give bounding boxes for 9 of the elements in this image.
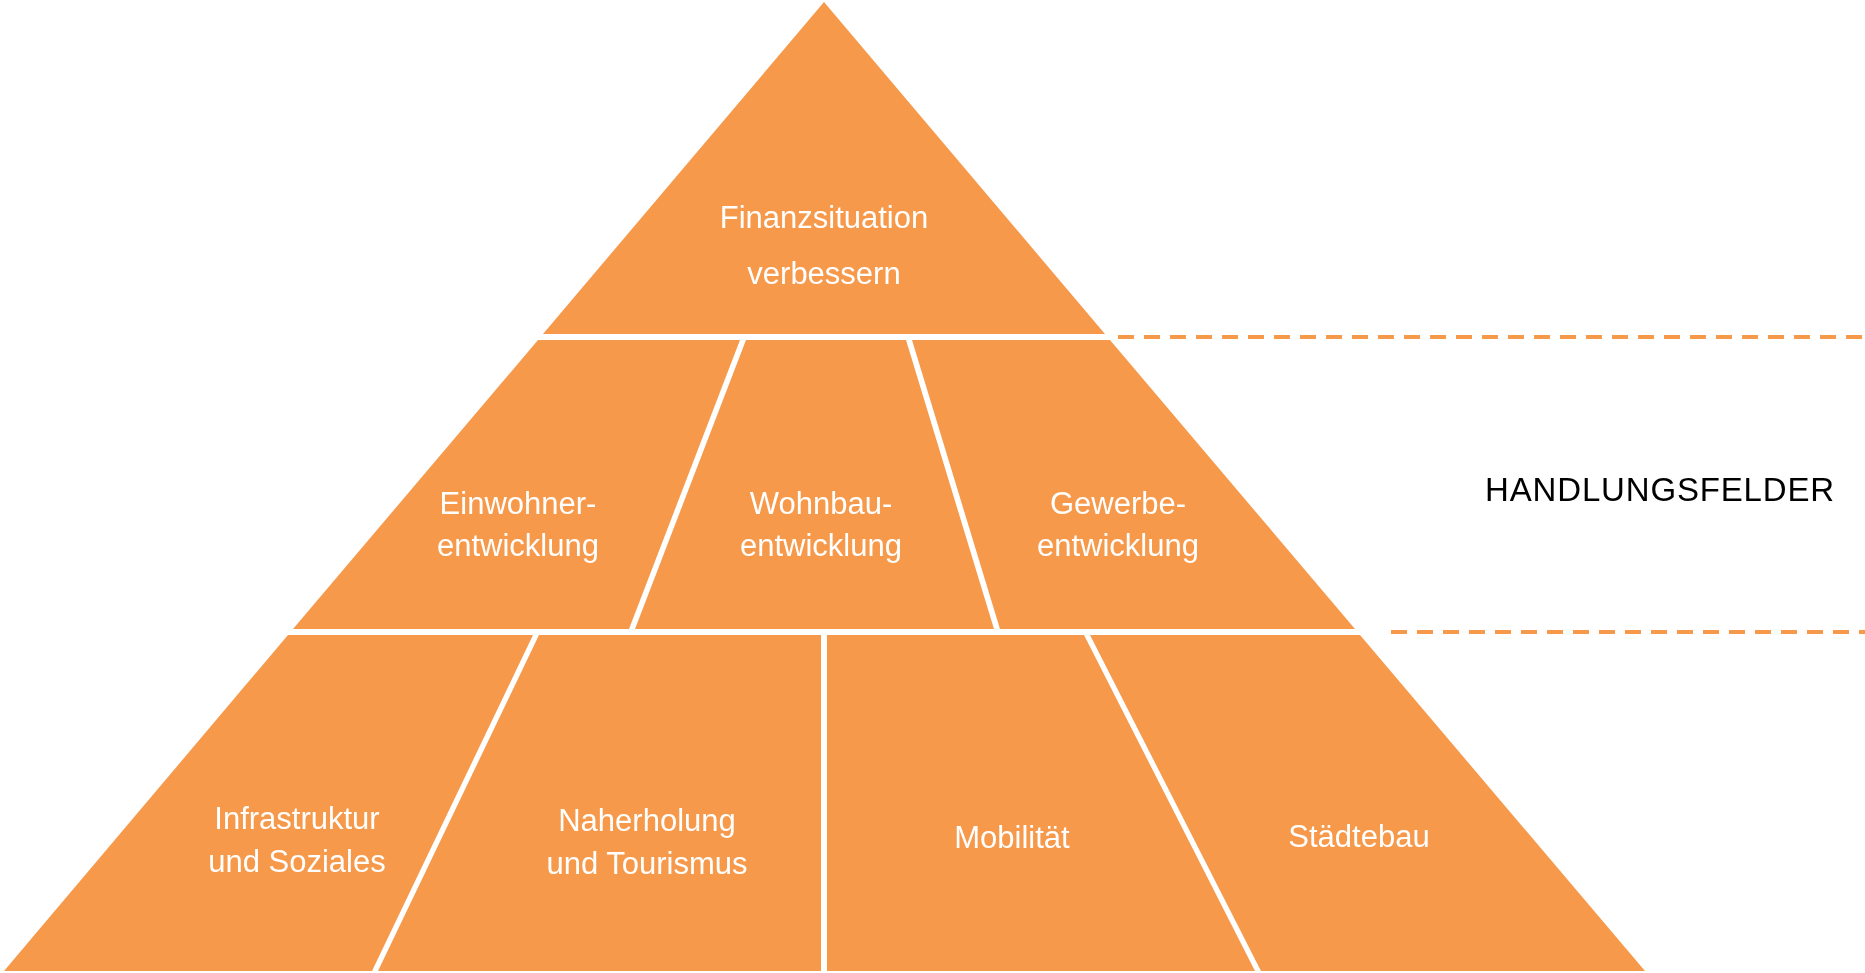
segment-label: Einwohner- entwicklung xyxy=(436,485,600,565)
side-label: HANDLUNGSFELDER xyxy=(1484,470,1836,510)
segment-label: Städtebau xyxy=(1287,818,1431,857)
segment-label: Gewerbe- entwicklung xyxy=(1036,485,1200,565)
segment-label: Wohnbau- entwicklung xyxy=(739,485,903,565)
segment-label: Infrastruktur und Soziales xyxy=(207,799,387,881)
segment-label: Mobilität xyxy=(953,819,1071,858)
segment-label: Finanzsituation verbessern xyxy=(718,199,930,293)
segment-label: Naherholung und Tourismus xyxy=(545,801,749,883)
